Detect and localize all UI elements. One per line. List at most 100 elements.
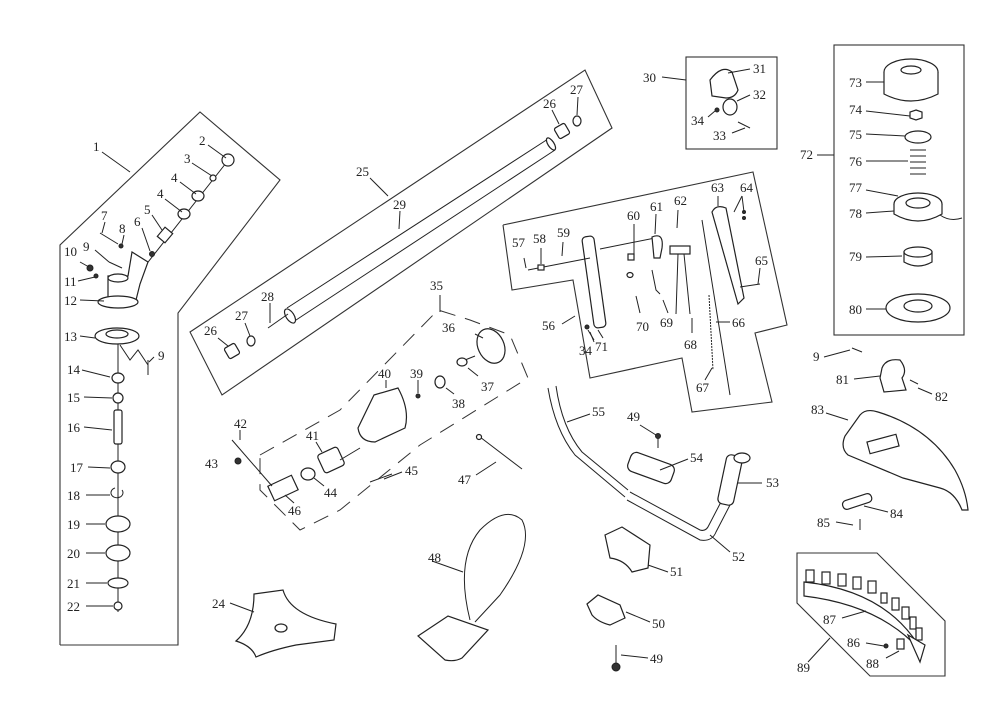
spindle [113,409,123,445]
cable-tie [479,436,523,470]
clamp-body [709,68,739,99]
part-label: 89 [797,660,810,675]
part-label: 64 [740,180,754,195]
part-label: 51 [670,564,683,579]
handle-clamp-upper [627,451,675,485]
part-label: 54 [690,450,704,465]
part-label: 52 [732,549,745,564]
part-label: 24 [212,596,226,611]
part-label: 71 [595,339,608,354]
guard-group: 9 81 82 83 84 85 [811,347,969,530]
part-label: 75 [849,127,862,142]
guard-extension-frame [796,552,946,677]
part-label: 82 [935,389,948,404]
bushing [572,115,582,127]
part-label: 56 [542,318,556,333]
washer [107,577,129,589]
part-label: 59 [557,225,570,240]
bolt [99,232,119,245]
part-label: 58 [533,231,546,246]
part-label: 34 [579,343,593,358]
part-label: 72 [800,147,813,162]
nut [909,109,923,121]
gearbox-group: 1 2 3 4 4 5 6 7 8 9 10 11 12 13 9 14 15 … [59,111,281,646]
trigger [651,235,663,259]
trimmer-head-group: 72 73 74 75 76 77 78 79 80 [800,44,965,336]
part-label: 14 [67,362,81,377]
drive-shaft-frame [189,69,613,396]
part-label: 20 [67,546,80,561]
handle-group: 55 49 54 53 52 51 50 49 [547,385,779,672]
part-label: 70 [636,319,649,334]
part-label: 61 [650,199,663,214]
part-label: 38 [452,396,465,411]
cable-tie-group: 47 [458,433,523,487]
harness-group: 48 [417,513,526,662]
circlip [300,467,316,481]
handle-clamp-frame [685,56,778,150]
part-label: 48 [428,550,441,565]
part-label: 74 [849,102,863,117]
part-label: 44 [324,485,338,500]
grass-guard [842,409,969,511]
part-label: 8 [119,221,126,236]
bracket [267,474,299,502]
part-label: 65 [755,253,768,268]
part-label: 25 [356,164,369,179]
bushing [553,122,571,140]
harness-strap [463,513,526,623]
part-label: 31 [753,61,766,76]
part-label: 9 [83,239,90,254]
circlip [110,487,124,499]
part-label: 45 [405,463,418,478]
pinion [156,226,174,244]
part-label: 33 [713,128,726,143]
part-label: 26 [204,323,218,338]
part-label: 40 [378,366,391,381]
o-ring [456,357,468,367]
throttle-group: 57 58 59 60 61 62 63 64 65 66 67 68 69 7… [502,171,788,413]
part-label: 42 [234,416,247,431]
throttle-frame [502,171,788,413]
part-label: 50 [652,616,665,631]
part-label: 73 [849,75,862,90]
part-label: 62 [674,193,687,208]
part-label: 81 [836,372,849,387]
part-label: 69 [660,315,673,330]
part-label: 60 [627,208,640,223]
part-label: 87 [823,612,837,627]
part-label: 36 [442,320,456,335]
cutter-blade [906,633,926,664]
guard-extension-group: 87 86 88 89 [796,552,946,677]
spring [708,294,714,371]
ball [149,251,155,257]
handle-bar [626,499,731,541]
handle-tube [547,387,626,498]
part-label: 27 [235,308,249,323]
clutch-housing [357,387,408,443]
switch [669,245,691,255]
part-label: 13 [64,329,77,344]
nut [113,601,123,611]
part-label: 10 [64,244,77,259]
shaft [267,313,289,329]
part-label: 26 [543,96,557,111]
part-label: 3 [184,151,191,166]
trimmer-head-frame [833,44,965,336]
part-label: 53 [766,475,779,490]
part-label: 7 [101,208,108,223]
part-label: 28 [261,289,274,304]
drive-shaft-group: 25 29 28 27 26 26 27 [189,69,613,396]
washer [209,174,217,182]
guard-plate [841,493,873,510]
part-label: 46 [288,503,302,518]
part-label: 55 [592,404,605,419]
part-label: 49 [627,409,640,424]
part-label: 9 [158,348,165,363]
guard-teeth [805,569,923,641]
clutch-drum [476,328,506,364]
blade-group: 24 [212,589,337,658]
part-label: 1 [93,139,100,154]
part-label: 68 [684,337,697,352]
